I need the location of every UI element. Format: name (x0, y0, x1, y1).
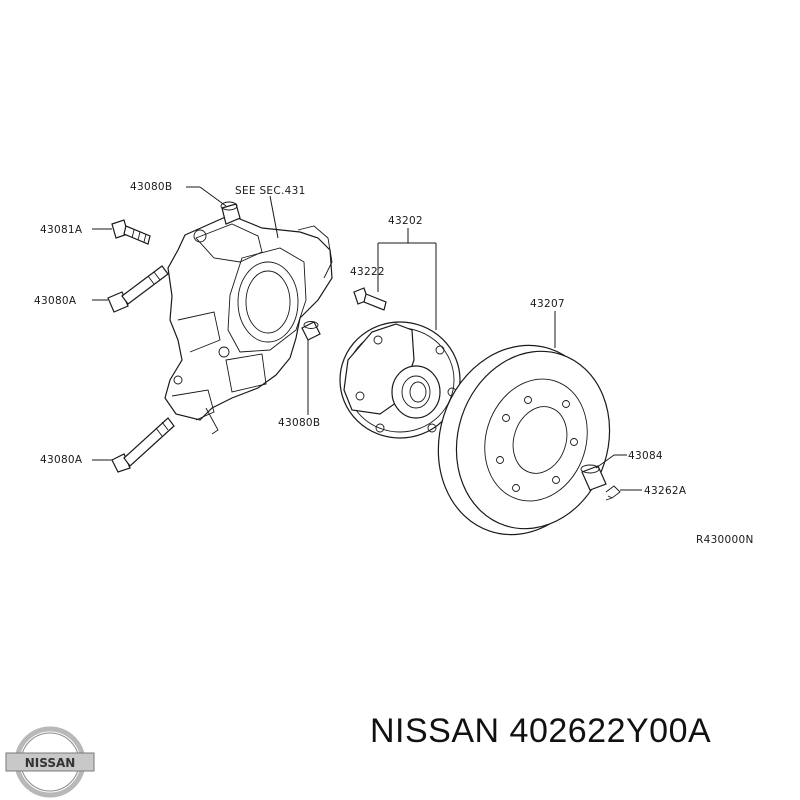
steering-knuckle (164, 214, 333, 435)
label-43262a: 43262A (644, 485, 687, 497)
bushing-43080b-top (220, 201, 241, 225)
label-see-sec: SEE SEC.431 (235, 185, 306, 197)
bushing-43080b-lower (301, 321, 321, 341)
bolt-43080a-middle (107, 265, 169, 313)
bolt-43080a-lower (111, 417, 175, 473)
cotter-pin-43262a (605, 485, 621, 501)
bolt-43081a (111, 219, 151, 245)
label-43080a-lower: 43080A (40, 454, 83, 466)
hub-assembly-43202 (339, 321, 461, 439)
nissan-logo-icon: NISSAN (5, 726, 95, 798)
part-number-title: NISSAN 402622Y00A (370, 712, 712, 750)
label-43202: 43202 (388, 215, 423, 227)
cap-43084 (580, 464, 607, 491)
leader-lines (92, 186, 642, 491)
label-43080b-lower: 43080B (278, 417, 320, 429)
svg-text:NISSAN: NISSAN (25, 756, 76, 770)
label-43081a: 43081A (40, 224, 83, 236)
label-43207: 43207 (530, 298, 565, 310)
stud-43222 (353, 287, 387, 311)
figure-code: R430000N (696, 534, 754, 546)
label-43084: 43084 (628, 450, 663, 462)
label-43222: 43222 (350, 266, 385, 278)
label-43080b-top: 43080B (130, 181, 172, 193)
brake-rotor-43207 (437, 344, 611, 536)
label-43080a-middle: 43080A (34, 295, 77, 307)
